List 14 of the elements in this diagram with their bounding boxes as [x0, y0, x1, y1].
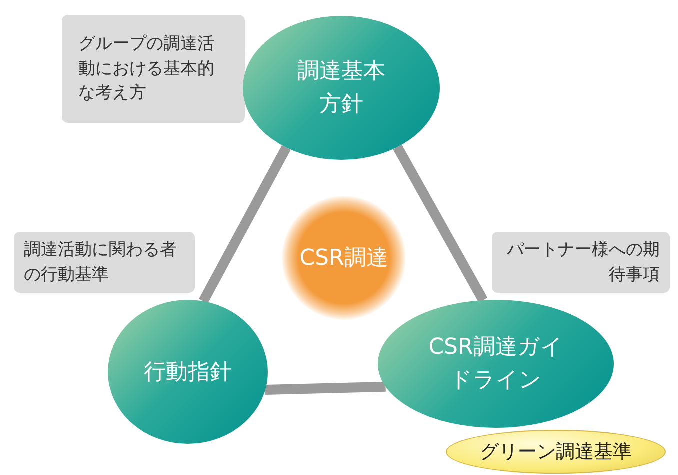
node-text: 調達活動に関わる者の行動基準: [24, 238, 178, 286]
node-text: パートナー様への期待事項: [506, 238, 660, 286]
node-text: CSR調達: [300, 245, 388, 273]
node-text: グループの調達活動における基本的な考え方: [78, 33, 216, 106]
connector-line: [199, 145, 291, 304]
note-box: [492, 232, 670, 293]
connector-line: [265, 382, 386, 395]
node-text: グリーン調達基準: [480, 440, 632, 465]
node-text: 調達基本方針: [296, 58, 386, 119]
note-box: [62, 15, 245, 123]
node-text: CSR調達ガイドライン: [428, 334, 564, 395]
note-box: [14, 232, 195, 293]
node-text: 行動指針: [144, 358, 232, 386]
connector-line: [393, 144, 488, 303]
